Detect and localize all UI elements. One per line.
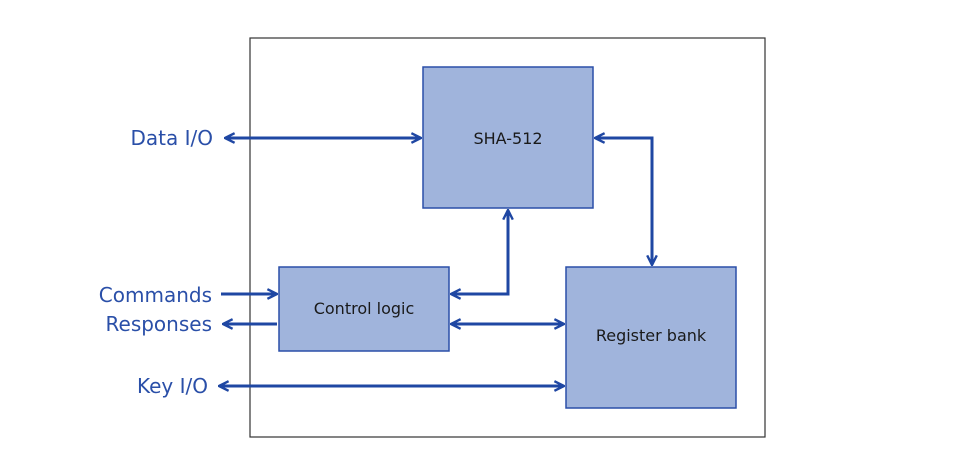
sha-register-arrow <box>595 138 652 265</box>
sha-512-block: SHA-512 <box>422 66 594 209</box>
outer-system-boundary <box>249 37 766 438</box>
control-logic-label: Control logic <box>314 299 415 318</box>
commands-label: Commands <box>99 283 212 307</box>
responses-label: Responses <box>106 312 212 336</box>
register-bank-block: Register bank <box>565 266 737 409</box>
data-io-label: Data I/O <box>131 126 214 150</box>
control-logic-block: Control logic <box>278 266 450 352</box>
control-sha-arrow <box>451 210 508 294</box>
key-io-label: Key I/O <box>137 374 208 398</box>
register-bank-label: Register bank <box>596 326 707 345</box>
sha-512-label: SHA-512 <box>473 129 542 148</box>
